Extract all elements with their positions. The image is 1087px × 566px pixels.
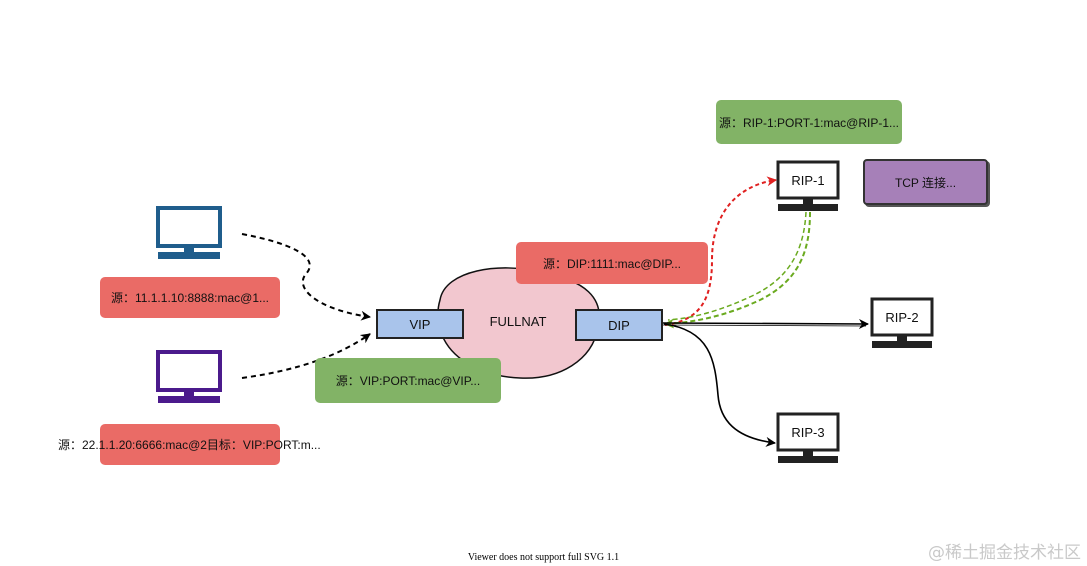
vip-source-label: 源：VIP:PORT:mac@VIP... [315, 358, 501, 403]
fullnat-label: FULLNAT [489, 313, 547, 329]
rip1-to-dip-arrow [664, 211, 811, 329]
rip1-source-label: 源：RIP-1:PORT-1:mac@RIP-1... [716, 100, 902, 144]
rip3-label: RIP-3 [791, 424, 825, 440]
client1-source-label: 源：11.1.1.10:8888:mac@1... [100, 277, 280, 318]
client1-to-vip-arrow [241, 233, 371, 321]
svg-support-notice: Viewer does not support full SVG 1.1 [467, 552, 620, 563]
rip2-label: RIP-2 [885, 309, 919, 325]
tcp-connection-label: TCP 连接... [863, 159, 988, 205]
client2-source-box [100, 424, 280, 465]
rip1-to-dip-arrow-2 [667, 211, 807, 321]
rip2-computer-icon [870, 297, 934, 348]
client2-computer-icon [156, 350, 222, 403]
dip-to-rip2-arrow [662, 318, 869, 329]
rip1-computer-icon [776, 160, 840, 211]
vip-port-box: VIP [376, 309, 464, 339]
rip3-computer-icon [776, 412, 840, 463]
dip-to-rip1-arrow [664, 176, 777, 326]
dip-port-box: DIP [575, 309, 663, 341]
client1-computer-icon [156, 206, 222, 259]
watermark: @稀土掘金技术社区 [928, 543, 1081, 563]
dip-source-label: 源：DIP:1111:mac@DIP... [516, 242, 708, 284]
dip-to-rip3-arrow [663, 323, 776, 447]
rip1-label: RIP-1 [791, 172, 825, 188]
client2-source-label: 源：22.1.1.20:6666:mac@2目标：VIP:PORT:m... [58, 437, 321, 452]
